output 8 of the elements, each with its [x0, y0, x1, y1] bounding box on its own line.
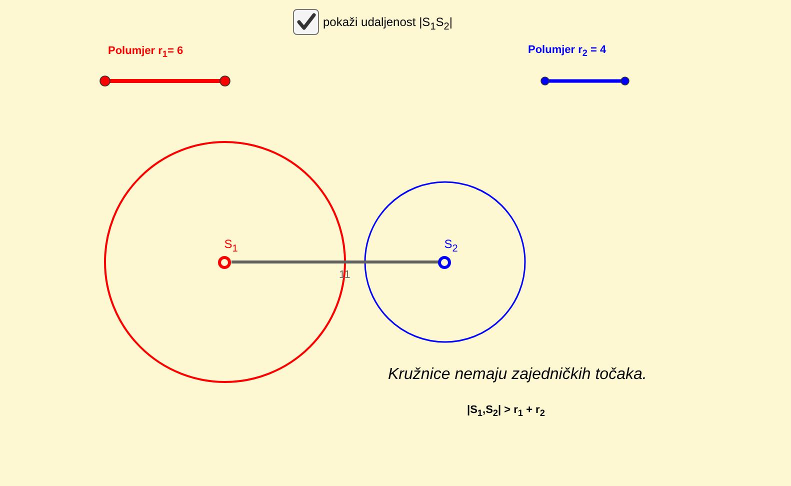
- point-label: S$_{1}$: [224, 238, 238, 256]
- line-segment: [231, 260, 438, 264]
- slider-label: Polumjer r$_{2}$ = 4: [528, 44, 606, 58]
- slider-label: Polumjer r$_{1}$= 6: [108, 45, 184, 60]
- point-label: S$_{2}$: [444, 238, 458, 256]
- formula-text: |S$_{1}$,S$_{2}$| > r$_{1}$ + r$_{2}$: [467, 404, 545, 418]
- statement-text: Kružnice nemaju zajedničkih točaka.: [388, 366, 647, 384]
- checkbox-label: pokaži udaljenost |S$_{1}$S$_{2}$|: [323, 15, 452, 32]
